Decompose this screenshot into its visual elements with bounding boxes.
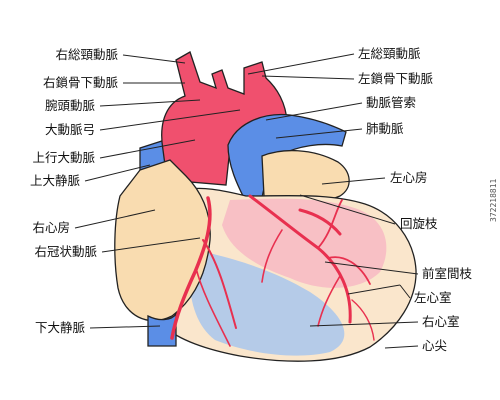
stock-id-watermark: 372218811 [489, 178, 498, 222]
left-ventricle-region [222, 198, 387, 288]
label-ascending-aorta: 上行大動脈 [32, 150, 95, 165]
label-aortic-arch: 大動脈弓 [45, 122, 95, 137]
label-left-atrium: 左心房 [390, 170, 428, 185]
label-circumflex: 回旋枝 [400, 216, 438, 231]
label-ductus-ligament: 動脈管索 [366, 95, 416, 110]
label-right-subclavian: 右鎖骨下動脈 [43, 75, 119, 90]
label-left-common-carotid: 左総頸動脈 [358, 46, 421, 61]
left-atrium-shape [261, 149, 350, 204]
right-ventricle-region [189, 250, 345, 356]
right-coronary-artery [170, 196, 212, 340]
label-brachiocephalic: 腕頭動脈 [45, 98, 96, 113]
coronary-arteries [170, 194, 375, 347]
coronary-branch-c [317, 275, 341, 327]
label-right-atrium: 右心房 [32, 220, 70, 235]
label-pulmonary-artery: 肺動脈 [366, 121, 404, 136]
right-atrium-shape [114, 159, 211, 322]
coronary-branch-e [351, 299, 375, 341]
coronary-branch-d [261, 229, 283, 283]
coronary-branch-b [327, 256, 371, 285]
label-inferior-vena-cava: 下大静脈 [35, 320, 86, 335]
label-right-coronary-artery: 右冠状動脈 [34, 244, 97, 259]
labels-left: 右総頸動脈 右鎖骨下動脈 腕頭動脈 大動脈弓 上行大動脈 上大静脈 右心房 右冠… [30, 47, 119, 335]
label-right-common-carotid: 右総頸動脈 [55, 47, 118, 62]
coronary-branch-a [317, 199, 343, 249]
leader-lines-right [247, 53, 419, 349]
inferior-vena-cava [147, 311, 177, 347]
leader-lines-left [74, 54, 241, 329]
circumflex-artery [298, 208, 342, 236]
label-apex: 心尖 [422, 338, 447, 353]
labels-right: 左総頸動脈 左鎖骨下動脈 動脈管索 肺動脈 左心房 回旋枝 前室間枝 左心室 右… [358, 46, 473, 353]
label-superior-vena-cava: 上大静脈 [30, 173, 81, 188]
label-anterior-interventricular: 前室間枝 [422, 266, 473, 281]
right-coronary-branch-2 [195, 267, 231, 347]
label-left-ventricle: 左心室 [414, 290, 452, 305]
right-coronary-branch-1 [202, 239, 237, 329]
label-left-subclavian: 左鎖骨下動脈 [358, 71, 434, 86]
label-right-ventricle: 右心室 [422, 314, 460, 329]
